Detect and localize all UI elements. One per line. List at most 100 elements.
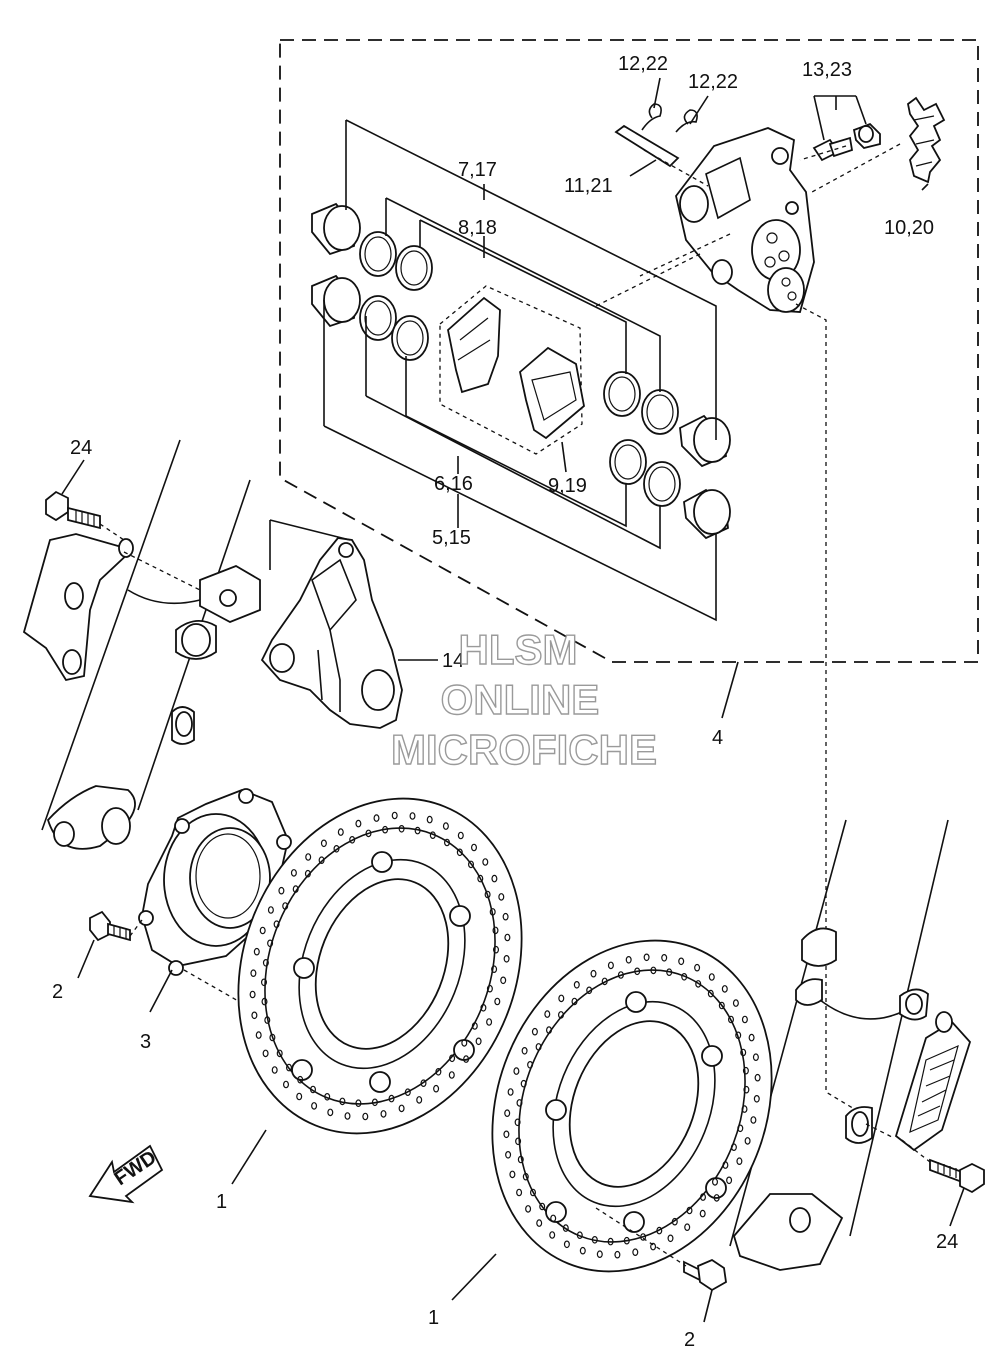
disc-hole [650,1242,657,1251]
disc-hole [339,1097,346,1106]
disc-hole [752,1053,759,1062]
disc-hole [744,1137,751,1145]
callout-8-18: 8,18 [458,217,497,239]
disc-hole [388,1094,395,1103]
disc-hole [521,1047,528,1055]
disc-hole [507,1088,514,1096]
disc-hole [544,1010,551,1018]
disc-hole [711,1178,718,1186]
caliper-pin [614,124,680,168]
disc-hole [713,1194,720,1202]
brake-disc-left [237,797,523,1135]
disc-hole [708,973,715,981]
right-mount-bracket [894,1011,972,1152]
left-brake-caliper [260,537,403,729]
disc-hole [634,967,641,976]
disc-hole [617,971,624,979]
disc-hole [681,972,688,981]
disc-hole [475,1037,482,1046]
disc-hole [337,828,344,836]
callout-2-bottom: 2 [684,1329,695,1351]
disc-hole [471,843,478,852]
disc-hole [741,1105,748,1113]
disc-hole [695,980,702,988]
bleeder-screw [812,122,881,162]
disc-hole [482,858,489,866]
disc-hole [694,963,701,972]
disc-hole [493,945,500,954]
disc-hole [503,954,510,963]
disc-hole [596,1250,603,1259]
disc-hole [513,1067,520,1075]
disc-hole [296,1092,303,1101]
callout-1-left: 1 [216,1191,227,1213]
disc-hole [486,1018,493,1026]
disc-hole [278,886,285,895]
disc-hole [558,994,565,1003]
callout-7-17: 7,17 [458,159,497,181]
disc-hole [732,999,739,1007]
disc-hole [722,1161,729,1169]
disc-hole [667,1234,674,1243]
disc-hole [650,966,657,975]
disc-hole [735,1031,742,1040]
disc-hole [492,926,499,935]
disc-hole [250,969,257,978]
disc-hole [262,1049,269,1058]
callout-1-bottom: 1 [428,1307,439,1329]
disc-hole [461,1039,468,1047]
disc-hole [718,1001,725,1010]
disc-hole [625,955,632,964]
disc-hole [656,1226,663,1235]
pad-spring [907,96,946,184]
disc-hole [748,1033,755,1042]
disc-hole [349,835,356,844]
disc-hole [601,977,608,986]
brake-disc-right [491,939,773,1273]
disc-hole [456,848,463,857]
disc-hole [267,906,274,914]
fwd-arrow: FWD [88,1144,164,1204]
disc-right-holes [503,953,761,1259]
disc-hole [429,831,436,840]
disc-hole [545,1026,552,1034]
disc-hole [579,1246,586,1255]
disc-hole [273,920,280,929]
disc-hole [520,1079,527,1088]
disc-hole [251,1011,258,1020]
callout-2-left: 2 [52,981,63,1003]
watermark: HLSM ONLINE MICROFICHE [390,625,657,773]
disc-hole [444,838,451,847]
callout-4: 4 [712,727,723,749]
disc-hole [414,826,421,835]
disc-hole [571,997,578,1006]
disc-hole [666,968,673,977]
callout-3: 3 [140,1031,151,1053]
disc-hole [333,844,340,853]
disc-hole [398,1104,405,1113]
disc-hole [283,1080,290,1089]
disc-hole [539,1202,546,1211]
disc-hole [373,814,380,822]
disc-hole [536,1219,543,1227]
disc-hole [380,1110,387,1118]
disc-hole [489,908,496,916]
bolt-2-bottom [683,1258,727,1292]
caliper-kit-boundary [279,39,979,663]
disc-hole [310,1085,317,1094]
disc-hole [505,1151,512,1159]
disc-hole [503,1130,510,1139]
disc-hole [590,969,597,978]
disc-hole [311,1102,318,1110]
disc-hole [253,947,260,956]
disc-hole [502,912,509,921]
disc-hole [477,874,484,883]
disc-hole [591,1236,598,1244]
disc-hole [727,1015,734,1024]
callout-12-22-a: 12,22 [618,53,668,75]
disc-hole [344,1112,351,1120]
disc-hole [549,1231,556,1239]
disc-hole [324,1093,331,1101]
disc-hole [382,825,389,834]
disc-hole [517,1155,524,1164]
